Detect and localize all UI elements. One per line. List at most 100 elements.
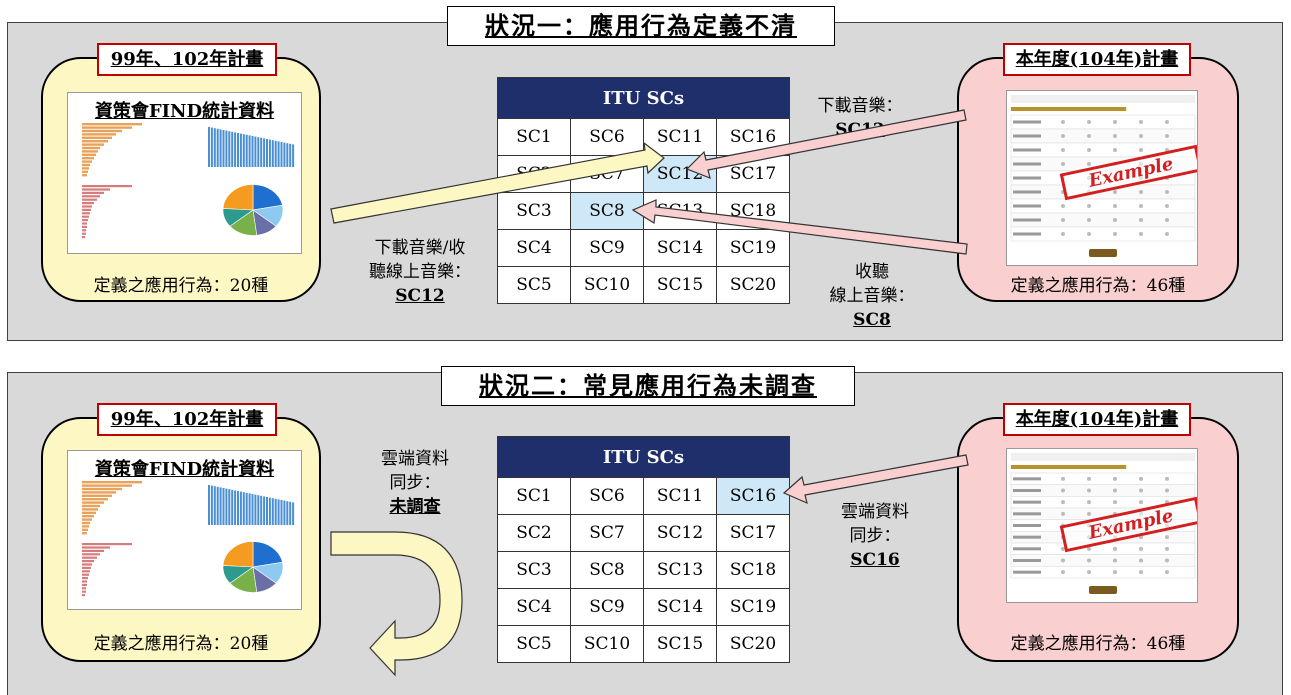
thumb-bar xyxy=(82,126,132,129)
thumb-bar xyxy=(268,139,271,167)
thumb-bar xyxy=(82,508,98,511)
thumb-bar xyxy=(245,134,248,167)
sc-cell: SC4 xyxy=(497,229,571,267)
anno-line: 雲端資料 xyxy=(381,449,449,469)
scenario1-left-caption: 定義之應用行為：20種 xyxy=(93,276,269,296)
thumb-bar xyxy=(208,485,210,525)
thumb-bar xyxy=(82,160,92,163)
sc-cell: SC14 xyxy=(643,588,717,626)
thumb-bar xyxy=(82,556,97,559)
thumb-bar xyxy=(228,489,231,525)
thumb-bar xyxy=(82,494,112,497)
thumb-bar xyxy=(82,146,100,150)
sc-cell: SC14 xyxy=(643,229,717,267)
thumb-bar xyxy=(82,590,86,593)
thumb-bar xyxy=(234,132,237,167)
thumb-bar xyxy=(82,553,100,556)
thumb-bar xyxy=(82,481,142,484)
thumb-bar xyxy=(82,140,108,143)
scenario2-right-caption: 定義之應用行為：46種 xyxy=(1010,634,1186,654)
thumb-bar xyxy=(283,500,286,525)
sc-cell: SC13 xyxy=(643,192,717,230)
pie-slice xyxy=(252,184,283,211)
sc-cell: SC19 xyxy=(716,588,790,626)
thumb-bar xyxy=(254,136,257,167)
sc-cell: SC20 xyxy=(716,266,790,304)
thumb-bar xyxy=(82,191,104,194)
thumb-bar xyxy=(260,137,263,167)
thumb-bar xyxy=(82,491,116,494)
thumb-bar xyxy=(82,560,94,563)
sc-cell: SC5 xyxy=(497,266,571,304)
sc-cell: SC1 xyxy=(497,477,571,515)
thumb-bar xyxy=(82,528,88,531)
scenario1-left-label: 99年、102年計畫 xyxy=(97,43,277,76)
thumb-bar xyxy=(82,133,116,136)
thumb-bar xyxy=(82,549,104,552)
scenario2-right-label: 本年度(104年)計畫 xyxy=(1003,403,1191,436)
thumb-bar xyxy=(210,127,213,167)
thumb-bar xyxy=(219,487,222,525)
thumb-bar xyxy=(82,515,94,518)
anno-code: 未調查 xyxy=(389,497,441,517)
sc-cell: SC16 xyxy=(716,477,790,515)
thumb-bar xyxy=(82,236,85,239)
thumb-bar xyxy=(254,494,257,525)
thumb-bar xyxy=(82,501,104,504)
sc-cell: SC6 xyxy=(570,118,644,156)
scenario2-title: 狀況二：常見應用行為未調查 xyxy=(441,366,855,406)
scenario1-survey-form: Example xyxy=(1006,90,1198,266)
thumb-bar xyxy=(82,208,91,211)
sc-cell: SC9 xyxy=(570,588,644,626)
thumb-bar xyxy=(271,140,274,167)
thumb-bar xyxy=(82,215,89,218)
scenario1-anno-bottom-right: 收聽 線上音樂： SC8 xyxy=(822,260,922,332)
thumb-bar xyxy=(292,502,295,525)
thumb-bar xyxy=(289,143,292,167)
thumb-bar xyxy=(82,219,88,222)
thumb-bar xyxy=(289,501,292,525)
sc-cell: SC3 xyxy=(497,192,571,230)
thumb-bar xyxy=(248,135,251,167)
thumb-bar xyxy=(82,587,86,590)
sc-cell: SC17 xyxy=(716,514,790,552)
thumb-bar xyxy=(82,229,86,232)
thumb-bar xyxy=(251,494,254,525)
thumb-bar xyxy=(82,123,142,126)
thumb-bar xyxy=(239,491,242,525)
anno-code: SC12 xyxy=(835,120,885,140)
thumb-bar xyxy=(251,136,254,167)
thumb-bar xyxy=(268,497,271,525)
scenario1-thumb-title: 資策會FIND統計資料 xyxy=(94,101,275,122)
scenario2-survey-form: Example xyxy=(1006,448,1198,603)
sc-cell: SC15 xyxy=(643,625,717,663)
thumb-bar xyxy=(82,573,89,576)
thumb-bar xyxy=(82,167,89,170)
thumb-bar xyxy=(216,128,219,167)
thumb-bar xyxy=(210,485,213,525)
scenario2-find-thumbnail: 資策會FIND統計資料 xyxy=(67,450,302,610)
thumb-bar xyxy=(82,525,89,528)
thumb-bar xyxy=(263,496,266,525)
sc-cell: SC2 xyxy=(497,155,571,193)
thumb-bar xyxy=(82,212,90,215)
thumb-bar xyxy=(245,492,248,525)
thumb-bar xyxy=(82,174,87,177)
sc-cell: SC1 xyxy=(497,118,571,156)
thumb-bar xyxy=(216,486,219,525)
scenario1-anno-left: 下載音樂/收 聽線上音樂： SC12 xyxy=(355,236,485,308)
thumb-bar xyxy=(82,566,91,569)
scenario1-right-label: 本年度(104年)計畫 xyxy=(1003,43,1191,76)
thumb-bar xyxy=(208,127,210,167)
thumb-bar xyxy=(257,137,260,167)
sc-cell: SC2 xyxy=(497,514,571,552)
thumb-bar xyxy=(222,488,225,525)
thumb-bar xyxy=(271,498,274,525)
sc-cell: SC11 xyxy=(643,118,717,156)
thumb-bar xyxy=(248,493,251,525)
